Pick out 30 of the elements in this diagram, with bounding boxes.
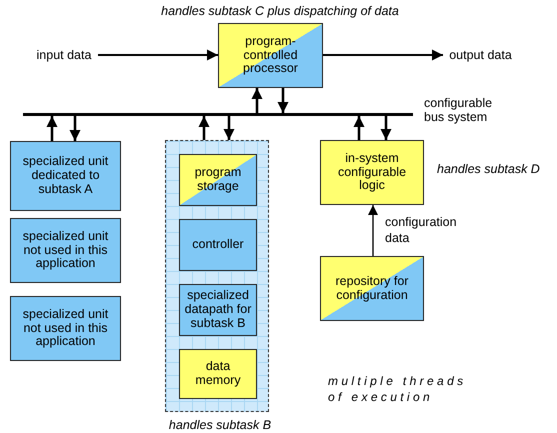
arrow bbox=[278, 88, 288, 113]
arrow bbox=[354, 116, 364, 140]
node-caption: configurable bus system bbox=[424, 97, 494, 124]
arrow bbox=[198, 116, 210, 140]
bus-line bbox=[23, 113, 413, 116]
unit-box: specialized unit not used in this application bbox=[10, 218, 121, 283]
note-text: multiple threads of execution bbox=[328, 374, 468, 406]
unit-box: controller bbox=[179, 219, 257, 271]
arrow bbox=[224, 116, 234, 140]
dashed-group-box bbox=[165, 140, 269, 412]
node-caption: handles subtask B bbox=[168, 419, 272, 433]
unit-box: in-system configurable logic bbox=[320, 140, 424, 205]
flow-text: output data bbox=[443, 47, 518, 64]
flow-text: input data bbox=[30, 47, 98, 64]
arrow bbox=[46, 116, 58, 141]
unit-box: program-controlled processor bbox=[218, 23, 323, 88]
unit-box: specialized unit dedicated to subtask A bbox=[10, 141, 121, 211]
unit-box: specialized datapath for subtask B bbox=[179, 284, 257, 336]
arrow bbox=[98, 50, 218, 60]
arrow bbox=[323, 50, 443, 60]
unit-box: data memory bbox=[179, 349, 257, 399]
node-caption: handles subtask D bbox=[437, 163, 541, 177]
unit-box: repository for configuration bbox=[320, 256, 424, 321]
arrow bbox=[252, 88, 262, 113]
unit-box: program storage bbox=[179, 154, 257, 206]
arrow bbox=[70, 116, 80, 141]
node-caption: handles subtask C plus dispatching of data bbox=[160, 5, 400, 19]
arrow bbox=[368, 205, 378, 256]
unit-box: specialized unit not used in this application bbox=[10, 296, 121, 361]
arrow bbox=[380, 116, 392, 140]
